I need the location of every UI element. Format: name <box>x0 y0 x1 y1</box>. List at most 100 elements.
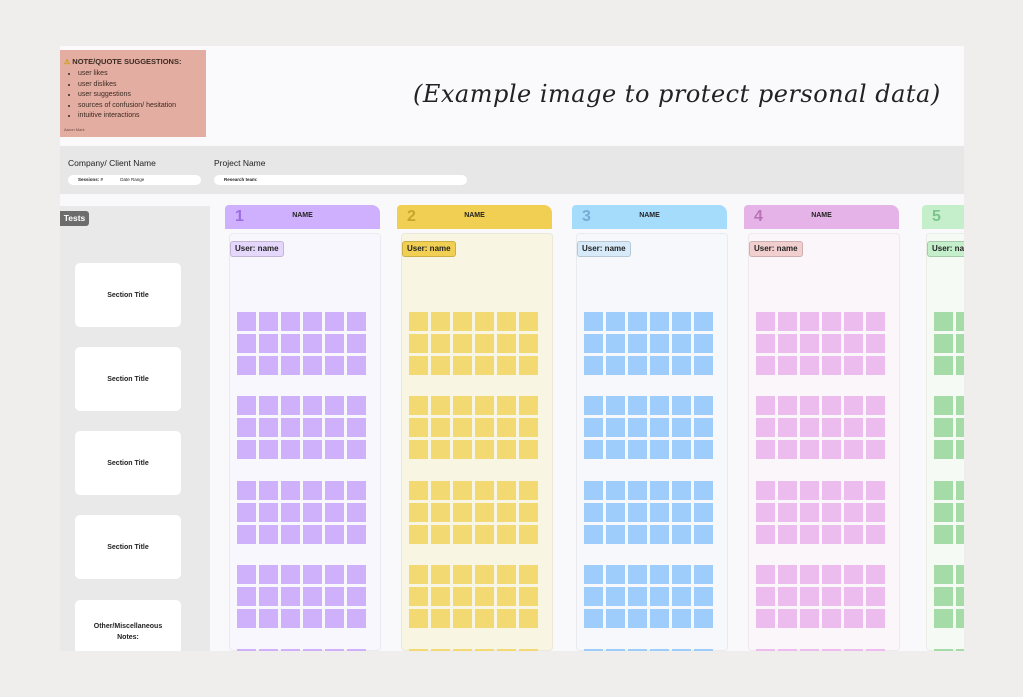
sticky-note[interactable] <box>844 356 863 375</box>
sticky-note[interactable] <box>303 525 322 544</box>
sticky-note[interactable] <box>325 481 344 500</box>
sticky-note[interactable] <box>628 334 647 353</box>
sticky-note[interactable] <box>672 312 691 331</box>
sticky-note[interactable] <box>650 609 669 628</box>
sticky-note[interactable] <box>844 312 863 331</box>
sticky-note[interactable] <box>934 481 953 500</box>
sticky-note[interactable] <box>409 356 428 375</box>
sticky-note[interactable] <box>606 525 625 544</box>
sticky-note[interactable] <box>606 356 625 375</box>
sticky-note[interactable] <box>756 418 775 437</box>
sticky-note[interactable] <box>584 649 603 651</box>
sticky-note[interactable] <box>778 440 797 459</box>
sticky-note[interactable] <box>497 440 516 459</box>
sticky-note[interactable] <box>453 609 472 628</box>
sticky-note[interactable] <box>800 503 819 522</box>
sticky-note[interactable] <box>237 565 256 584</box>
sticky-note[interactable] <box>866 587 885 606</box>
sticky-note[interactable] <box>822 649 841 651</box>
sticky-note[interactable] <box>497 418 516 437</box>
sticky-note[interactable] <box>650 649 669 651</box>
sticky-note[interactable] <box>694 440 713 459</box>
sticky-note[interactable] <box>453 418 472 437</box>
sticky-note[interactable] <box>650 312 669 331</box>
sticky-note[interactable] <box>756 334 775 353</box>
sticky-note[interactable] <box>800 334 819 353</box>
sticky-note[interactable] <box>409 525 428 544</box>
sticky-note[interactable] <box>672 334 691 353</box>
sticky-note[interactable] <box>453 525 472 544</box>
sticky-note[interactable] <box>778 312 797 331</box>
sticky-note[interactable] <box>822 440 841 459</box>
sticky-note[interactable] <box>519 440 538 459</box>
sticky-note[interactable] <box>756 481 775 500</box>
sticky-note[interactable] <box>237 396 256 415</box>
sticky-note[interactable] <box>844 525 863 544</box>
sticky-note[interactable] <box>259 481 278 500</box>
sticky-note[interactable] <box>453 334 472 353</box>
sticky-note[interactable] <box>800 396 819 415</box>
sticky-note[interactable] <box>497 312 516 331</box>
sticky-note[interactable] <box>259 356 278 375</box>
sticky-note[interactable] <box>431 587 450 606</box>
user-name-tag[interactable]: User: name <box>927 241 964 257</box>
sticky-note[interactable] <box>956 609 964 628</box>
section-title-card[interactable]: Section Title <box>75 263 181 327</box>
sticky-note[interactable] <box>303 481 322 500</box>
sticky-note[interactable] <box>281 587 300 606</box>
sticky-note[interactable] <box>303 334 322 353</box>
sticky-note[interactable] <box>347 334 366 353</box>
sticky-note[interactable] <box>650 396 669 415</box>
sticky-note[interactable] <box>475 587 494 606</box>
sticky-note[interactable] <box>584 565 603 584</box>
sticky-note[interactable] <box>475 334 494 353</box>
sticky-note[interactable] <box>519 418 538 437</box>
sticky-note[interactable] <box>866 440 885 459</box>
sticky-note[interactable] <box>628 418 647 437</box>
sticky-note[interactable] <box>259 396 278 415</box>
sticky-note[interactable] <box>325 565 344 584</box>
sticky-note[interactable] <box>756 649 775 651</box>
sticky-note[interactable] <box>584 481 603 500</box>
sticky-note[interactable] <box>822 312 841 331</box>
sticky-note[interactable] <box>584 440 603 459</box>
sticky-note[interactable] <box>628 312 647 331</box>
sticky-note[interactable] <box>778 481 797 500</box>
sticky-note[interactable] <box>934 312 953 331</box>
sticky-note[interactable] <box>325 587 344 606</box>
sticky-note[interactable] <box>259 312 278 331</box>
sticky-note[interactable] <box>672 587 691 606</box>
sticky-note[interactable] <box>431 396 450 415</box>
sticky-note[interactable] <box>866 481 885 500</box>
sticky-note[interactable] <box>281 356 300 375</box>
sticky-note[interactable] <box>453 503 472 522</box>
sticky-note[interactable] <box>694 587 713 606</box>
sticky-note[interactable] <box>934 396 953 415</box>
sticky-note[interactable] <box>866 525 885 544</box>
sticky-note[interactable] <box>497 525 516 544</box>
sticky-note[interactable] <box>519 503 538 522</box>
sticky-note[interactable] <box>844 503 863 522</box>
sticky-note[interactable] <box>259 503 278 522</box>
sticky-note[interactable] <box>409 649 428 651</box>
sticky-note[interactable] <box>237 418 256 437</box>
sticky-note[interactable] <box>694 312 713 331</box>
sticky-note[interactable] <box>866 356 885 375</box>
sticky-note[interactable] <box>303 565 322 584</box>
section-title-card[interactable]: Section Title <box>75 431 181 495</box>
sticky-note[interactable] <box>650 503 669 522</box>
sticky-note[interactable] <box>800 312 819 331</box>
sticky-note[interactable] <box>694 356 713 375</box>
sticky-note[interactable] <box>281 396 300 415</box>
sticky-note[interactable] <box>800 525 819 544</box>
sticky-note[interactable] <box>519 609 538 628</box>
sticky-note[interactable] <box>497 356 516 375</box>
sticky-note[interactable] <box>934 334 953 353</box>
sticky-note[interactable] <box>934 565 953 584</box>
sticky-note[interactable] <box>628 440 647 459</box>
sticky-note[interactable] <box>866 312 885 331</box>
sticky-note[interactable] <box>756 440 775 459</box>
sticky-note[interactable] <box>606 503 625 522</box>
sticky-note[interactable] <box>650 525 669 544</box>
sticky-note[interactable] <box>866 609 885 628</box>
